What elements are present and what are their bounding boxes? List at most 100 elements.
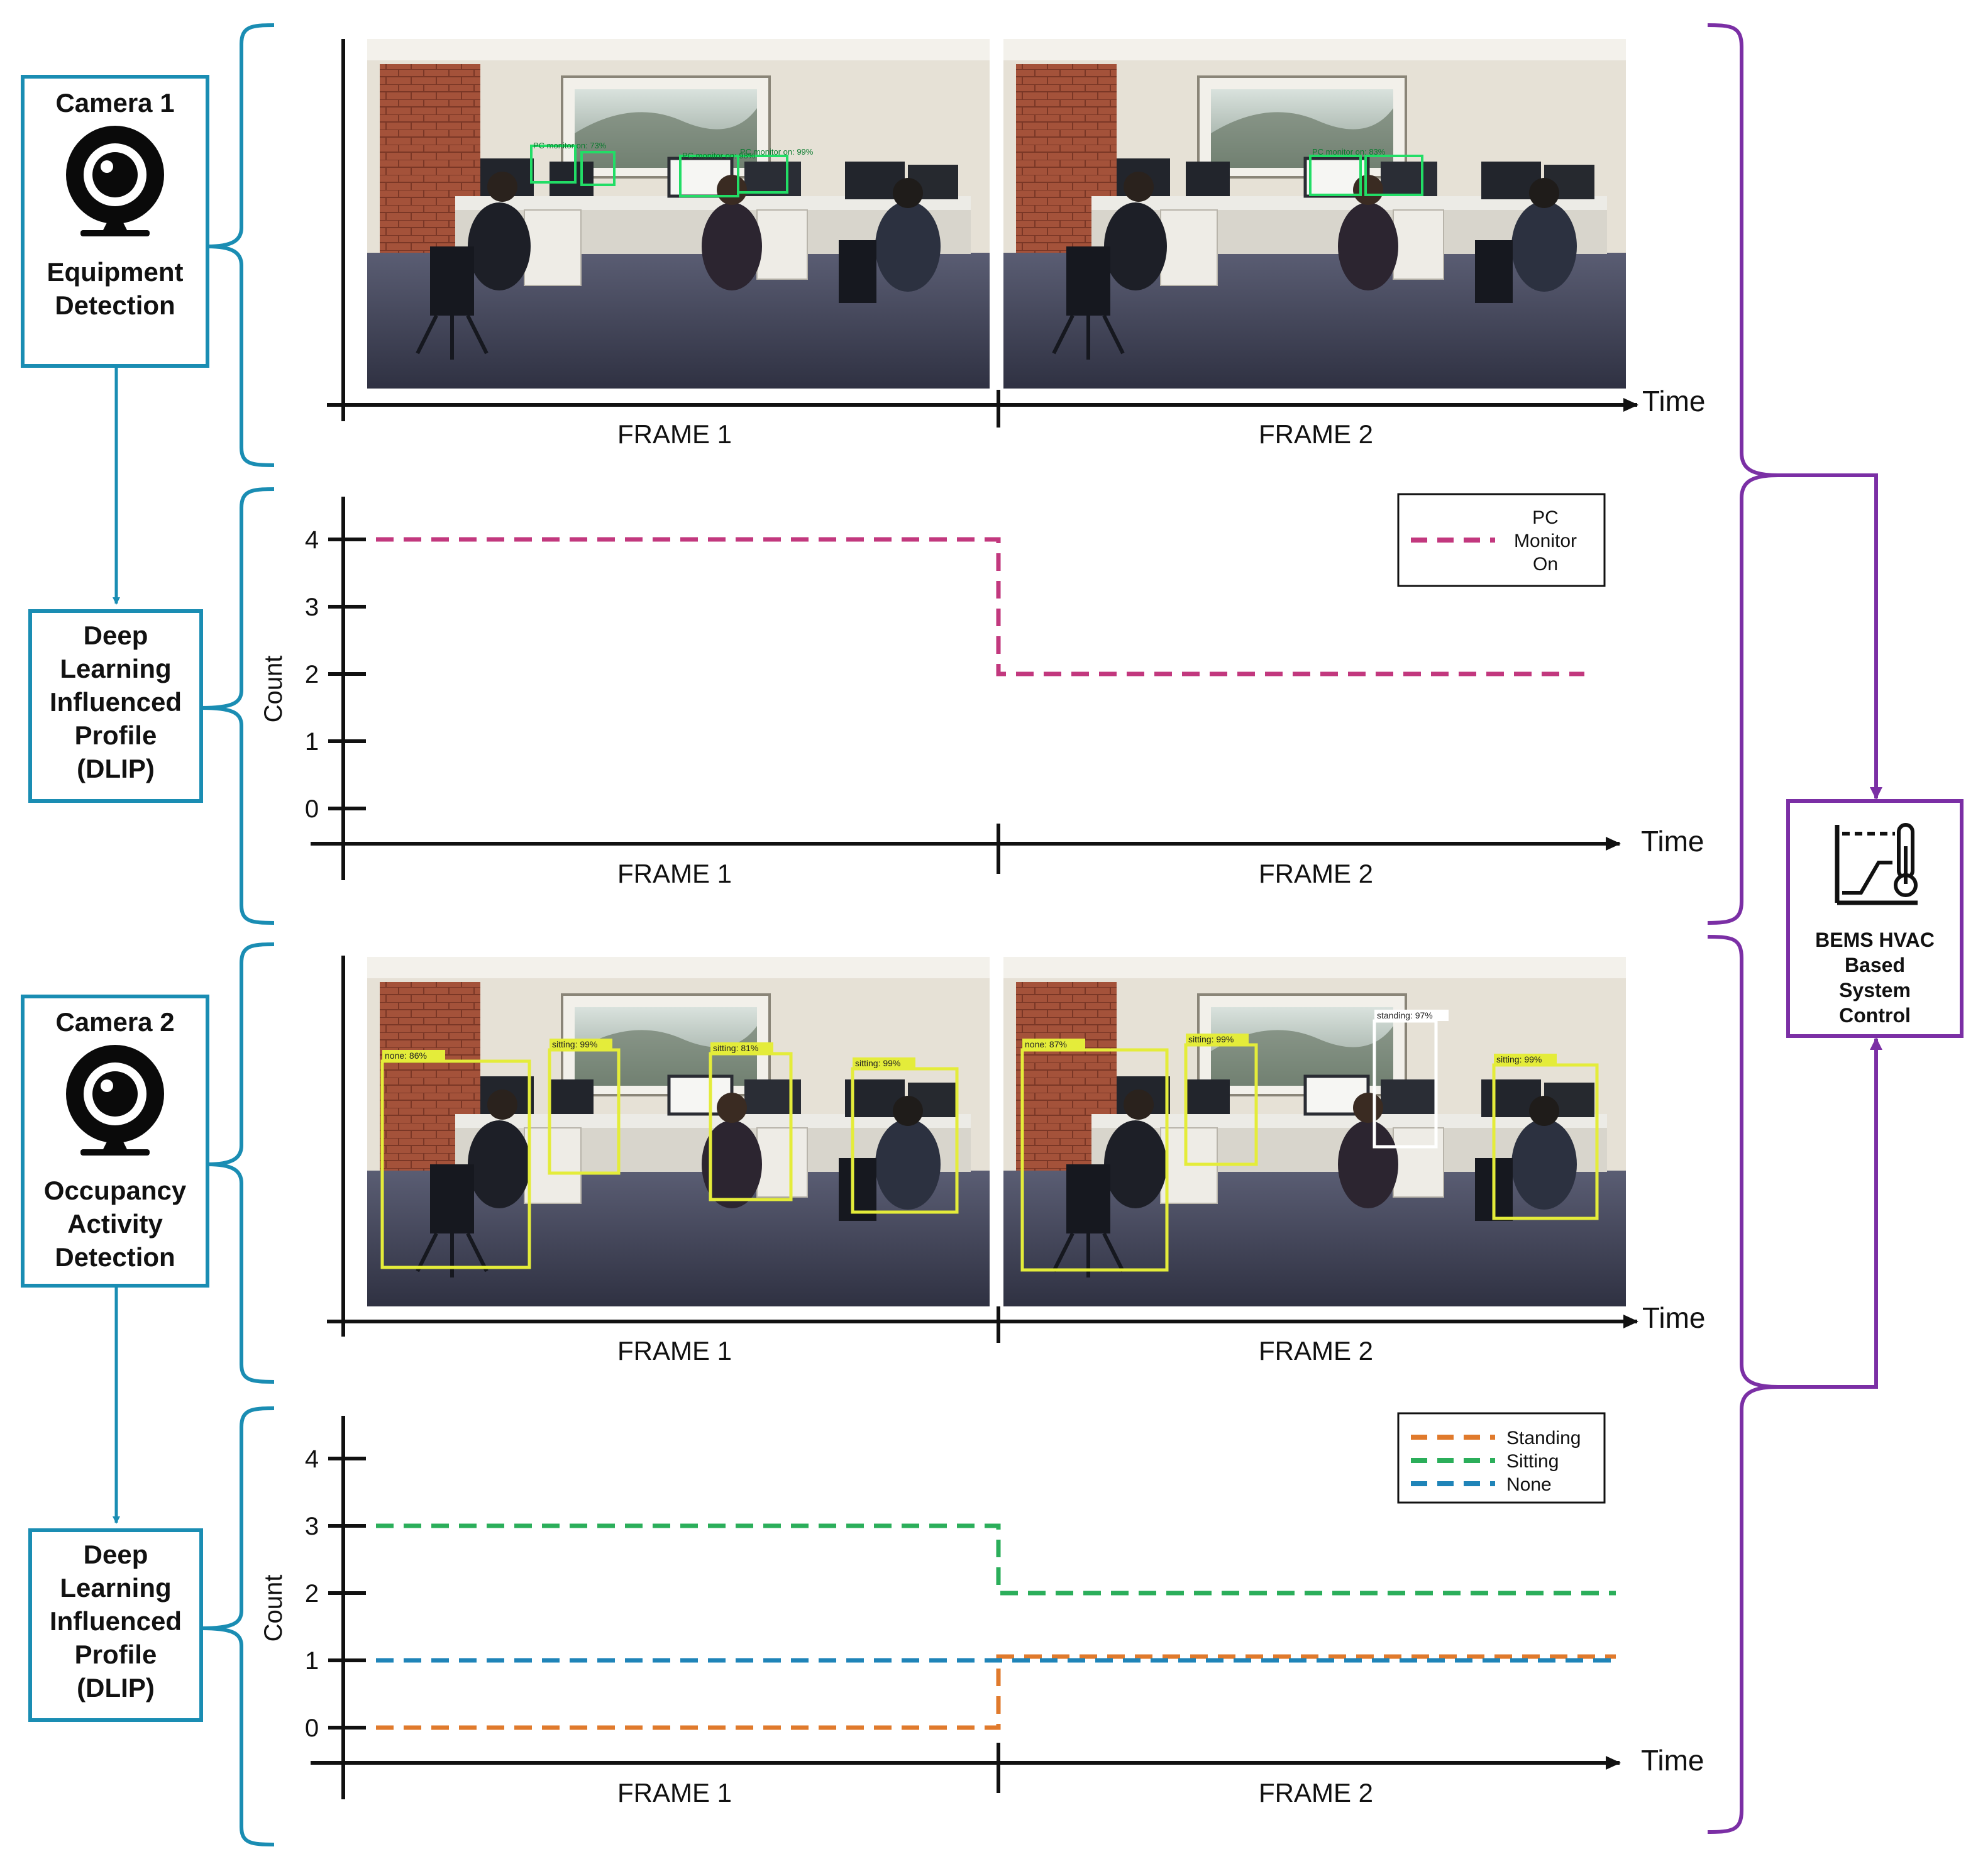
legend-label-standing: Standing <box>1506 1428 1581 1448</box>
dlip2-box: Deep Learning Influenced Profile (DLIP) <box>28 1528 203 1722</box>
dlip1-box: Deep Learning Influenced Profile (DLIP) <box>28 609 203 803</box>
y-tick-label: 1 <box>305 728 319 756</box>
chart2-y-label: Count <box>260 1575 287 1642</box>
chart1-y-label: Count <box>260 656 287 723</box>
legend-label-line-1: PC <box>1532 507 1559 528</box>
bems-box: BEMS HVAC Based System Control <box>1786 799 1964 1038</box>
chart1-category-frame1: FRAME 1 <box>617 859 732 888</box>
chart2-category-frame1: FRAME 1 <box>617 1778 732 1807</box>
chart-occupancy-activity: 0 1 2 3 4 Count Time FRAME 1 FRAME 2 Standin… <box>260 1412 1704 1807</box>
y-tick-label: 4 <box>305 526 319 554</box>
photo-occupancy-frame2: none: 87% sitting: 99% standing: 97% sit… <box>1003 957 1626 1306</box>
bems-line-3: System <box>1839 979 1911 1001</box>
photo-occupancy-frame1: none: 86% sitting: 99% sitting: 81% sitt… <box>367 957 990 1306</box>
detection-label: sitting: 99% <box>1188 1034 1234 1044</box>
series-line-sitting <box>376 1523 1616 1596</box>
legend-label-sitting: Sitting <box>1506 1451 1559 1472</box>
webcam-icon <box>66 1045 164 1156</box>
detection-label: sitting: 99% <box>855 1058 900 1068</box>
detection-box <box>1020 1048 1169 1272</box>
arrow-occupancy-to-bems <box>1778 1037 1882 1389</box>
chart1-x-label: Time <box>1641 825 1704 858</box>
legend-label-none: None <box>1506 1474 1552 1495</box>
camera1-line-2: Detection <box>55 290 175 320</box>
camera1-box: Camera 1 Equipment Detection <box>21 75 209 368</box>
brace-dlip1 <box>201 487 275 925</box>
chart2-series <box>376 1523 1616 1730</box>
brace-camera2 <box>207 942 275 1384</box>
occupancy-photo-panel: none: 86% sitting: 99% sitting: 81% sitt… <box>327 956 1706 1366</box>
dlip1-line-4: Profile <box>75 720 157 750</box>
camera2-title: Camera 2 <box>55 1007 174 1037</box>
dlip1-line-3: Influenced <box>50 687 182 717</box>
dlip1-line-1: Deep <box>84 621 148 650</box>
right-flow: BEMS HVAC Based System Control <box>1707 23 1964 1834</box>
chart2-y-ticks: 0 1 2 3 4 <box>305 1445 366 1742</box>
detection-box <box>737 155 788 194</box>
detection-box <box>380 1059 531 1269</box>
detection-box <box>580 151 616 186</box>
frame1-label: FRAME 1 <box>617 419 732 449</box>
detection-label: PC monitor on: 98% <box>682 151 756 160</box>
bems-line-4: Control <box>1839 1004 1911 1027</box>
legend-label-line-3: On <box>1533 554 1558 575</box>
photo-equipment-frame1: PC monitor on: 73% PC monitor on: 98% PC… <box>367 39 990 389</box>
dlip1-line-2: Learning <box>60 654 171 683</box>
chart2-x-label: Time <box>1641 1744 1704 1777</box>
detection-label: PC monitor on: 73% <box>533 141 607 150</box>
brace-camera1 <box>207 23 275 467</box>
frame2-label: FRAME 2 <box>1259 419 1373 449</box>
chart-pc-monitor: 0 1 2 3 4 Count Time FRAME 1 FRAME 2 PC Moni… <box>260 493 1704 888</box>
detection-box <box>1364 155 1423 196</box>
frame2-label: FRAME 2 <box>1259 1336 1373 1366</box>
detection-label: sitting: 81% <box>713 1043 758 1053</box>
chart1-legend: PC Monitor On <box>1397 493 1606 587</box>
dlip2-line-4: Profile <box>75 1640 157 1669</box>
y-tick-label: 0 <box>305 1714 319 1742</box>
dlip2-line-3: Influenced <box>50 1606 182 1636</box>
webcam-icon <box>66 126 164 236</box>
chart1-y-ticks: 0 1 2 3 4 <box>305 526 366 823</box>
detection-label: none: 86% <box>385 1051 427 1061</box>
y-tick-label: 4 <box>305 1445 319 1473</box>
brace-occupancy <box>1707 935 1779 1834</box>
series-line-pc-monitor-on <box>376 537 1584 676</box>
time-label: Time <box>1642 1301 1706 1334</box>
frame1-label: FRAME 1 <box>617 1336 732 1366</box>
chart2-category-frame2: FRAME 2 <box>1259 1778 1373 1807</box>
dlip1-line-5: (DLIP) <box>77 754 155 783</box>
detection-label: PC monitor on: 99% <box>740 147 814 157</box>
y-tick-label: 2 <box>305 661 319 688</box>
detection-box <box>530 145 577 184</box>
arrow-equipment-to-bems <box>1778 473 1882 800</box>
brace-equipment <box>1707 23 1779 925</box>
series-line-standing <box>376 1654 1616 1730</box>
brace-dlip2 <box>201 1406 275 1846</box>
camera2-box: Camera 2 Occupancy Activity Detection <box>21 995 209 1288</box>
time-label: Time <box>1642 385 1706 417</box>
camera2-line-1: Occupancy <box>44 1176 187 1205</box>
camera2-line-3: Detection <box>55 1242 175 1272</box>
detection-label: none: 87% <box>1025 1039 1067 1049</box>
y-tick-label: 3 <box>305 593 319 621</box>
detection-label: sitting: 99% <box>552 1039 597 1049</box>
camera1-line-1: Equipment <box>47 257 184 287</box>
detection-label: sitting: 99% <box>1496 1054 1542 1064</box>
y-tick-label: 3 <box>305 1513 319 1540</box>
camera2-line-2: Activity <box>67 1209 163 1239</box>
y-tick-label: 2 <box>305 1580 319 1608</box>
detection-box <box>1309 155 1362 196</box>
thermostat-icon <box>1835 823 1918 905</box>
bems-line-1: BEMS HVAC <box>1815 929 1935 951</box>
bems-line-2: Based <box>1845 954 1905 976</box>
y-tick-label: 0 <box>305 795 319 823</box>
dlip2-line-2: Learning <box>60 1573 171 1603</box>
dlip2-line-5: (DLIP) <box>77 1673 155 1702</box>
chart1-series <box>376 537 1584 676</box>
equipment-photo-panel: PC monitor on: 73% PC monitor on: 98% PC… <box>327 39 1706 449</box>
detection-label: standing: 97% <box>1377 1010 1433 1020</box>
dlip2-line-1: Deep <box>84 1540 148 1569</box>
chart1-category-frame2: FRAME 2 <box>1259 859 1373 888</box>
y-tick-label: 1 <box>305 1647 319 1675</box>
photo-equipment-frame2: PC monitor on: 83% <box>1003 39 1626 389</box>
